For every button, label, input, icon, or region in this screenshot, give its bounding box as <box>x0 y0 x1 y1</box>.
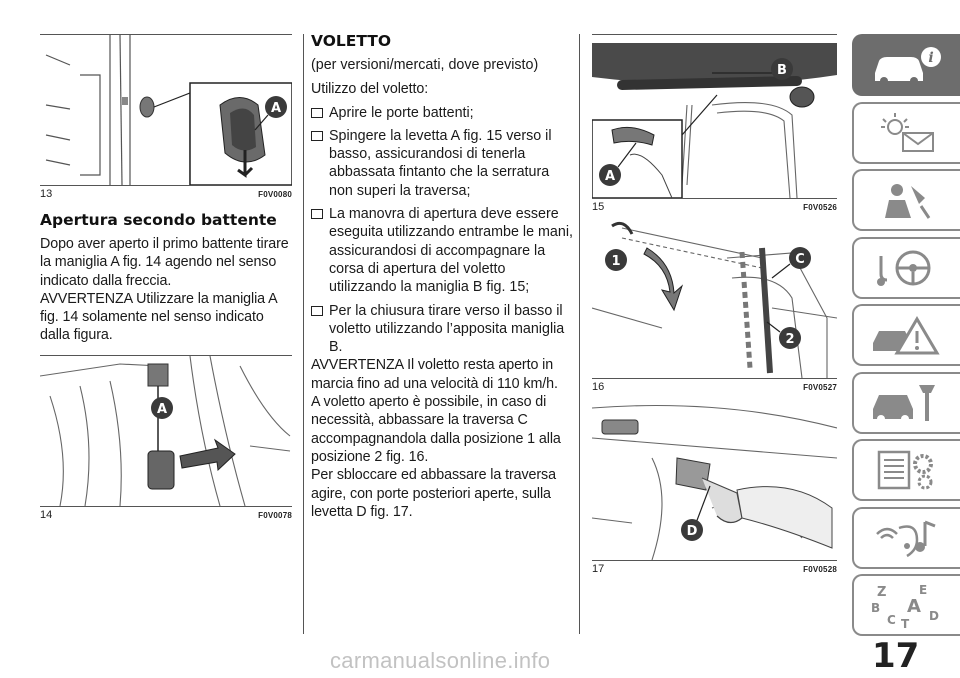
figure-number: 17 <box>592 563 605 575</box>
figure-17-caption: 17 F0V0528 <box>592 561 837 578</box>
figure-13: A <box>40 35 292 186</box>
svg-text:E: E <box>919 583 927 597</box>
callout-1: 1 <box>611 254 620 269</box>
section-subheading: (per versioni/mercati, dove previsto) <box>311 57 539 73</box>
bullet-box-icon <box>311 130 323 141</box>
figure-14: A <box>40 355 292 507</box>
figure-code: F0V0528 <box>803 565 837 574</box>
paragraph: Dopo aver aperto il primo battente tirar… <box>40 236 289 289</box>
column-divider-left <box>303 34 304 634</box>
list-item-text: Spingere la levetta A fig. 15 verso il b… <box>329 127 552 199</box>
watermark: carmanualsonline.info <box>330 648 551 673</box>
svg-text:B: B <box>871 601 880 615</box>
figure-code: F0V0526 <box>803 203 837 212</box>
tab-index[interactable]: Z E B A C T D <box>852 574 960 636</box>
section-heading: VOLETTO <box>311 32 392 50</box>
list-item: Per la chiusura tirare verso il basso il… <box>311 302 573 357</box>
tab-emergency[interactable] <box>852 304 960 366</box>
bullet-box-icon <box>311 209 323 220</box>
figure-code: F0V0078 <box>258 510 292 520</box>
figure-top-rule <box>40 34 292 35</box>
callout-a: A <box>157 402 167 417</box>
paragraph: AVVERTENZA Utilizzare la maniglia A fig.… <box>40 290 277 344</box>
figure-number: 13 <box>40 188 53 200</box>
paragraph: Per sbloccare ed abbassare la traversa a… <box>311 467 556 520</box>
list-item-text: Aprire le porte battenti; <box>329 104 474 121</box>
section-heading: Apertura secondo battente <box>40 211 277 229</box>
figure-16-caption: 16 F0V0527 <box>592 379 837 396</box>
list-item-text: Per la chiusura tirare verso il basso il… <box>329 302 565 356</box>
index-icon: Z E B A C T D <box>871 583 939 630</box>
list-item: Aprire le porte battenti; <box>311 104 573 122</box>
svg-text:T: T <box>901 617 910 630</box>
figure-17: D <box>592 398 837 561</box>
callout-c: C <box>795 252 805 267</box>
svg-text:Z: Z <box>877 585 886 600</box>
paragraph: AVVERTENZA Il voletto resta aperto in ma… <box>311 357 558 392</box>
figure-number: 14 <box>40 508 53 521</box>
figure-14-illustration: A <box>40 355 292 506</box>
steering-wheel-icon <box>877 250 931 286</box>
multimedia-icon <box>876 520 936 557</box>
callout-b: B <box>777 63 787 78</box>
tab-technical-data[interactable] <box>852 439 960 501</box>
figure-code: F0V0080 <box>258 190 292 199</box>
car-maintenance-icon <box>873 384 935 423</box>
paragraph: A voletto aperto è possibile, in caso di… <box>311 394 561 465</box>
figure-16-illustration: 1 C 2 <box>592 218 837 378</box>
bullet-box-icon <box>311 305 323 316</box>
car-emergency-icon <box>873 316 940 355</box>
right-column: B A 15 F0V0526 1 C 2 <box>592 34 837 578</box>
figure-number: 15 <box>592 201 605 213</box>
figure-17-illustration: D <box>592 398 837 560</box>
intro-text: Utilizzo del voletto: <box>311 81 429 98</box>
callout-2: 2 <box>785 332 794 347</box>
callout-d: D <box>687 524 698 539</box>
figure-13-caption: 13 F0V0080 <box>40 186 292 203</box>
figure-code: F0V0527 <box>803 383 837 392</box>
svg-text:A: A <box>907 596 921 617</box>
list-item: Spingere la levetta A fig. 15 verso il b… <box>311 127 573 200</box>
tab-warning-lights[interactable] <box>852 101 960 164</box>
page-number: 17 <box>872 636 920 676</box>
warning-lights-icon <box>881 112 934 152</box>
tab-car-info[interactable]: i <box>852 34 960 96</box>
column-divider-right <box>579 34 580 634</box>
airbag-seat-icon <box>885 184 931 219</box>
figure-top-rule <box>592 34 837 35</box>
figure-15-illustration: B A <box>592 35 837 198</box>
figure-number: 16 <box>592 381 605 393</box>
technical-data-icon <box>877 450 933 490</box>
figure-15: B A <box>592 35 837 199</box>
figure-top-rule <box>40 354 292 356</box>
svg-text:D: D <box>929 609 939 623</box>
list-item: La manovra di apertura deve essere esegu… <box>311 205 573 296</box>
chapter-tabs: i <box>852 34 960 642</box>
left-column: A 13 F0V0080 Apertura secondo battente D… <box>40 34 292 524</box>
callout-a: A <box>271 101 281 116</box>
svg-text:i: i <box>928 50 933 66</box>
tab-multimedia[interactable] <box>852 506 960 569</box>
car-info-icon: i <box>875 47 941 85</box>
figure-15-caption: 15 F0V0526 <box>592 199 837 216</box>
middle-column: VOLETTO (per versioni/mercati, dove prev… <box>311 32 573 521</box>
callout-a: A <box>605 169 615 184</box>
figure-13-illustration: A <box>40 35 292 185</box>
svg-text:C: C <box>887 613 896 627</box>
list-item-text: La manovra di apertura deve essere esegu… <box>329 206 573 296</box>
tab-driving[interactable] <box>852 236 960 299</box>
tab-safety[interactable] <box>852 169 960 231</box>
figure-14-caption: 14 F0V0078 <box>40 507 292 524</box>
bullet-box-icon <box>311 107 323 118</box>
tab-maintenance[interactable] <box>852 371 960 434</box>
figure-16: 1 C 2 <box>592 218 837 379</box>
